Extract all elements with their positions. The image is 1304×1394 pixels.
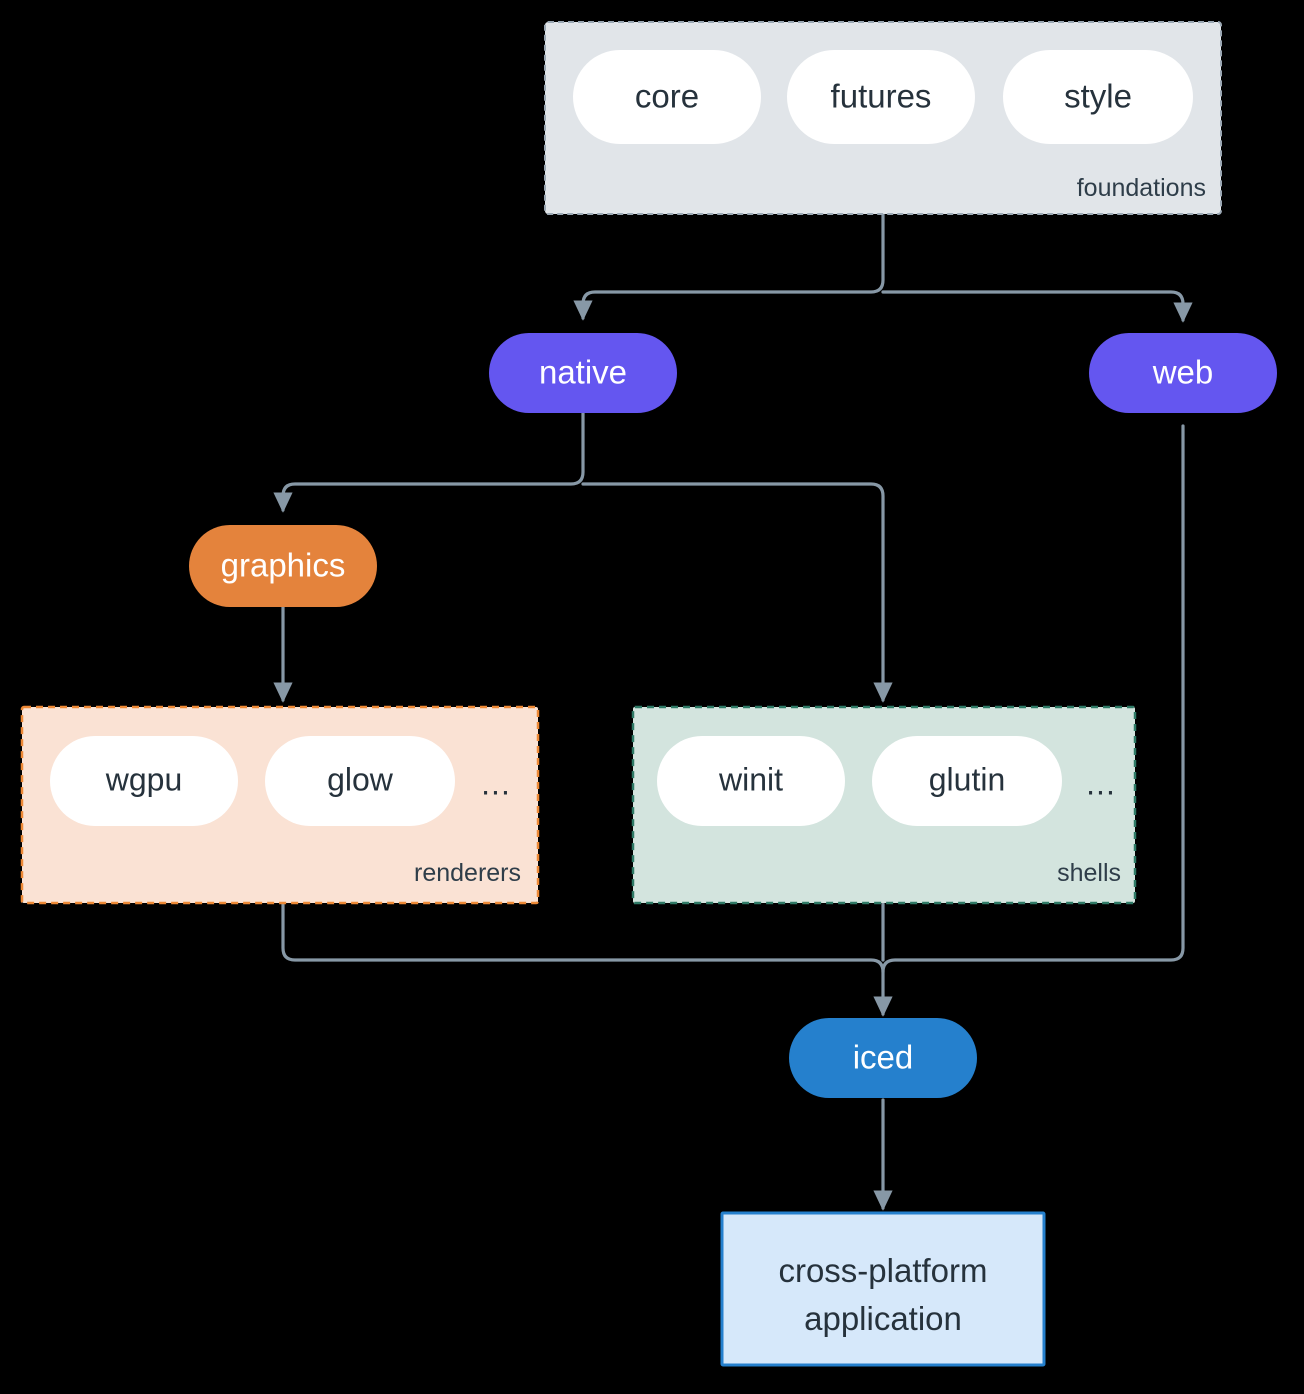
node-winit-label: winit (718, 761, 783, 797)
node-glow[interactable] (265, 736, 455, 826)
group-foundations: core futures style foundations (544, 21, 1222, 215)
node-graphics-label: graphics (221, 547, 346, 584)
node-web[interactable]: web (1089, 333, 1277, 413)
group-label-foundations: foundations (1077, 174, 1206, 202)
node-native[interactable]: native (489, 333, 677, 413)
node-application-label-line1: cross-platform (778, 1252, 987, 1289)
node-style-label: style (1064, 78, 1132, 115)
edge-layer (273, 212, 1193, 1211)
node-futures-label: futures (831, 78, 932, 115)
group-renderers: wgpu glow ... renderers (20, 705, 540, 905)
node-glutin-label: glutin (929, 761, 1006, 797)
node-core[interactable] (573, 50, 761, 144)
node-graphics-shape[interactable] (189, 525, 377, 607)
node-application-label-line2: application (804, 1300, 962, 1337)
node-application[interactable]: cross-platform application (720, 1211, 1046, 1367)
node-application-shape[interactable] (720, 1211, 1046, 1367)
node-web-shape[interactable] (1089, 333, 1277, 413)
node-iced-shape[interactable] (789, 1018, 977, 1098)
edge-native-shells (581, 482, 893, 703)
group-label-shells: shells (1057, 859, 1121, 887)
node-iced-label: iced (853, 1039, 914, 1076)
node-glow-label: glow (327, 761, 394, 797)
node-native-shape[interactable] (489, 333, 677, 413)
node-web-label: web (1152, 354, 1214, 391)
edge-web-iced (881, 424, 1185, 974)
node-wgpu-label: wgpu (105, 761, 183, 797)
node-winit[interactable] (657, 736, 845, 826)
node-graphics[interactable]: graphics (189, 525, 377, 607)
group-label-renderers: renderers (414, 859, 521, 887)
node-wgpu[interactable] (50, 736, 238, 826)
edge-foundations-web (881, 290, 1193, 323)
node-glutin[interactable] (872, 736, 1062, 826)
edge-foundations-split (573, 212, 885, 321)
edge-native-graphics (273, 410, 585, 513)
node-iced[interactable]: iced (789, 1018, 977, 1098)
node-futures[interactable] (787, 50, 975, 144)
group-shells: winit glutin ... shells (631, 705, 1137, 905)
shells-ellipsis: ... (1086, 765, 1116, 801)
node-native-label: native (539, 354, 627, 391)
renderers-ellipsis: ... (481, 765, 511, 801)
node-core-label: core (635, 78, 699, 115)
edge-renderers-iced (281, 902, 893, 1017)
node-style[interactable] (1003, 50, 1193, 144)
